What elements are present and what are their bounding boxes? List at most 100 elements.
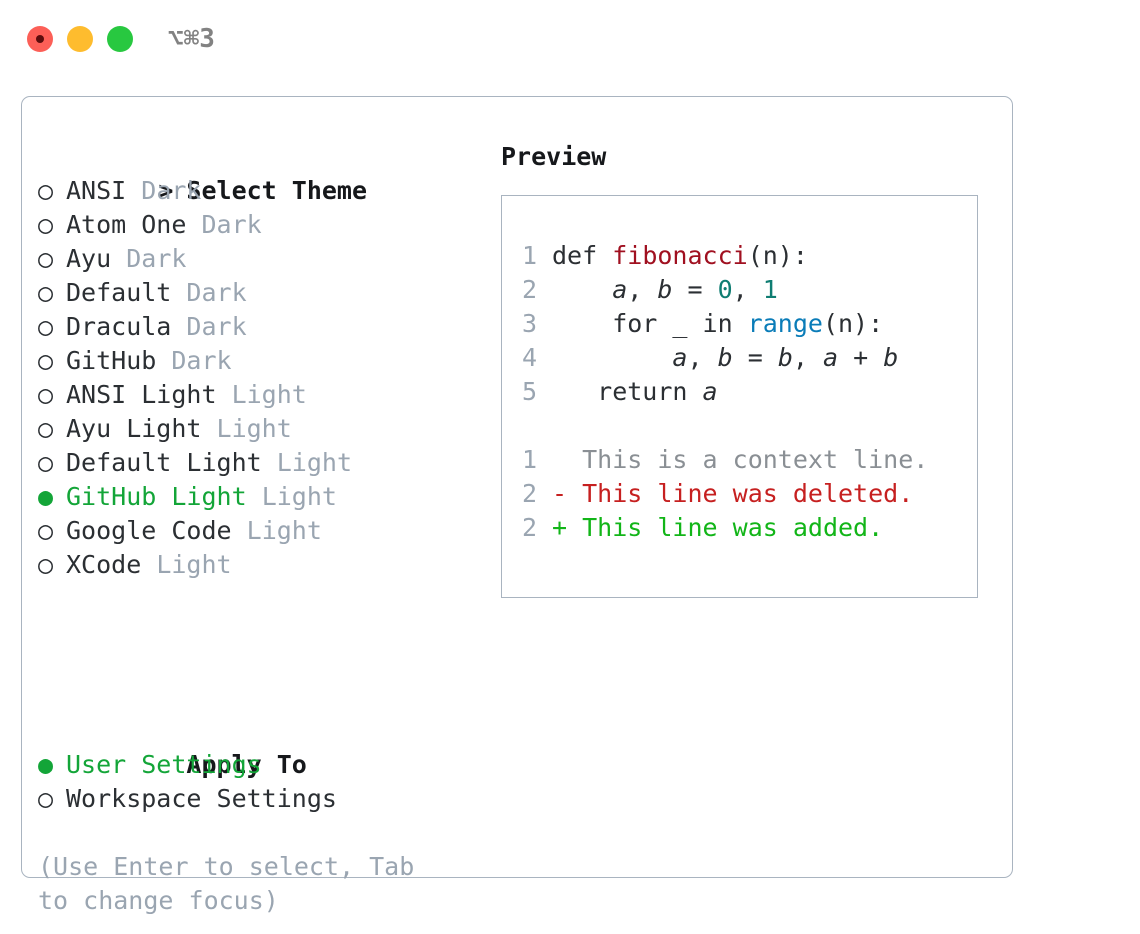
theme-option-label: ANSI <box>66 176 127 205</box>
theme-option-tag: Light <box>246 516 322 545</box>
code-token: fibonacci <box>612 241 748 270</box>
code-token: 0 <box>717 275 733 304</box>
window-controls <box>27 26 133 52</box>
diff-text: This is a context line. <box>582 445 929 474</box>
title-bar: ⌥⌘3 <box>0 0 1140 78</box>
theme-list: ○ANSI Dark○Atom One Dark○Ayu Dark○Defaul… <box>38 174 498 582</box>
code-token: 1 <box>762 275 778 304</box>
close-button[interactable] <box>27 26 53 52</box>
radio-unselected-icon: ○ <box>38 516 54 545</box>
code-token: b <box>717 343 733 372</box>
theme-option[interactable]: ○Dracula Dark <box>38 310 498 344</box>
diff-text: This line was deleted. <box>582 479 914 508</box>
radio-unselected-icon: ○ <box>38 414 54 443</box>
theme-option-tag: Dark <box>171 346 232 375</box>
theme-option-tag: Light <box>156 550 232 579</box>
theme-option-label: GitHub Light <box>66 482 247 511</box>
radio-selected-icon: ● <box>38 750 54 779</box>
line-number: 5 <box>522 377 538 406</box>
theme-option[interactable]: ○ANSI Dark <box>38 174 498 208</box>
diff-sample: 1 This is a context line.2- This line wa… <box>522 443 977 545</box>
code-token: , <box>732 275 763 304</box>
theme-option-tag: Light <box>231 380 307 409</box>
theme-option-tag: Light <box>276 448 352 477</box>
theme-option-label: XCode <box>66 550 142 579</box>
theme-option-label: Ayu <box>66 244 112 273</box>
theme-option[interactable]: ○ GitHub Dark <box>38 344 498 378</box>
theme-option-tag: Light <box>261 482 337 511</box>
theme-option-label: Atom One <box>66 210 187 239</box>
diff-line-text: + This line was added. <box>552 513 883 542</box>
apply-to-heading: Apply To <box>38 714 498 779</box>
theme-option[interactable]: ○ANSI Light Light <box>38 378 498 412</box>
select-theme-heading: >Select Theme <box>38 140 498 205</box>
theme-option[interactable]: ○Default Dark <box>38 276 498 310</box>
theme-option[interactable]: ○Ayu Light Light <box>38 412 498 446</box>
apply-to-label: Apply To <box>186 750 307 779</box>
code-token: = <box>672 275 718 304</box>
code-token: b <box>883 343 899 372</box>
theme-option-label: GitHub <box>66 346 157 375</box>
code-token: for _ in <box>552 309 748 338</box>
line-number: 1 <box>522 241 538 270</box>
code-token: = <box>732 343 778 372</box>
diff-text: This line was added. <box>582 513 884 542</box>
diff-marker: - <box>552 479 568 508</box>
code-line: 4 a, b = b, a + b <box>522 341 977 375</box>
diff-line: 2- This line was deleted. <box>522 477 977 511</box>
theme-option[interactable]: ○ Ayu Dark <box>38 242 498 276</box>
keyboard-shortcut-label: ⌥⌘3 <box>168 24 215 54</box>
code-line: 3 for _ in range(n): <box>522 307 977 341</box>
code-token: a <box>612 275 628 304</box>
theme-option[interactable]: ● GitHub Light Light <box>38 480 498 514</box>
code-spacer <box>522 409 977 443</box>
line-number: 2 <box>522 479 538 508</box>
code-line: 2 a, b = 0, 1 <box>522 273 977 307</box>
preview-title: Preview <box>501 142 607 171</box>
apply-to-section: Apply To ●User Settings○Workspace Settin… <box>38 714 498 816</box>
theme-option-label: Dracula <box>66 312 172 341</box>
apply-to-option-label: Workspace Settings <box>66 784 337 813</box>
theme-picker-column: >Select Theme ○ANSI Dark○Atom One Dark○A… <box>38 140 498 582</box>
theme-option-tag: Dark <box>141 176 202 205</box>
diff-marker <box>552 445 567 474</box>
radio-unselected-icon: ○ <box>38 550 54 579</box>
apply-to-list: ●User Settings○Workspace Settings <box>38 748 498 816</box>
theme-option[interactable]: ○ Google Code Light <box>38 514 498 548</box>
diff-marker: + <box>552 513 568 542</box>
radio-unselected-icon: ○ <box>38 448 54 477</box>
select-theme-label: Select Theme <box>186 176 368 205</box>
theme-option-label: Default Light <box>66 448 262 477</box>
theme-option[interactable]: ○Atom One Dark <box>38 208 498 242</box>
maximize-button[interactable] <box>107 26 133 52</box>
radio-unselected-icon: ○ <box>38 244 54 273</box>
theme-option-tag: Dark <box>186 312 247 341</box>
minimize-button[interactable] <box>67 26 93 52</box>
code-token: b <box>657 275 673 304</box>
code-token: (n): <box>747 241 808 270</box>
theme-option-tag: Dark <box>126 244 187 273</box>
theme-option[interactable]: ○ Default Light Light <box>38 446 498 480</box>
apply-to-option[interactable]: ●User Settings <box>38 748 498 782</box>
radio-unselected-icon: ○ <box>38 346 54 375</box>
radio-unselected-icon: ○ <box>38 210 54 239</box>
radio-selected-icon: ● <box>38 482 54 511</box>
diff-line: 2 + This line was added. <box>522 511 977 545</box>
code-token: a <box>702 377 718 406</box>
theme-option-tag: Dark <box>186 278 247 307</box>
line-number: 1 <box>522 445 538 474</box>
theme-option-label: Google Code <box>66 516 232 545</box>
diff-line-text: - This line was deleted. <box>552 479 913 508</box>
diff-line: 1 This is a context line. <box>522 443 977 477</box>
apply-to-option[interactable]: ○Workspace Settings <box>38 782 498 816</box>
hint-text: (Use Enter to select, Tab to change focu… <box>38 852 415 915</box>
code-token: a <box>822 343 839 372</box>
theme-option[interactable]: ○ XCode Light <box>38 548 498 582</box>
line-number: 2 <box>522 513 538 542</box>
code-token: + <box>838 343 884 372</box>
